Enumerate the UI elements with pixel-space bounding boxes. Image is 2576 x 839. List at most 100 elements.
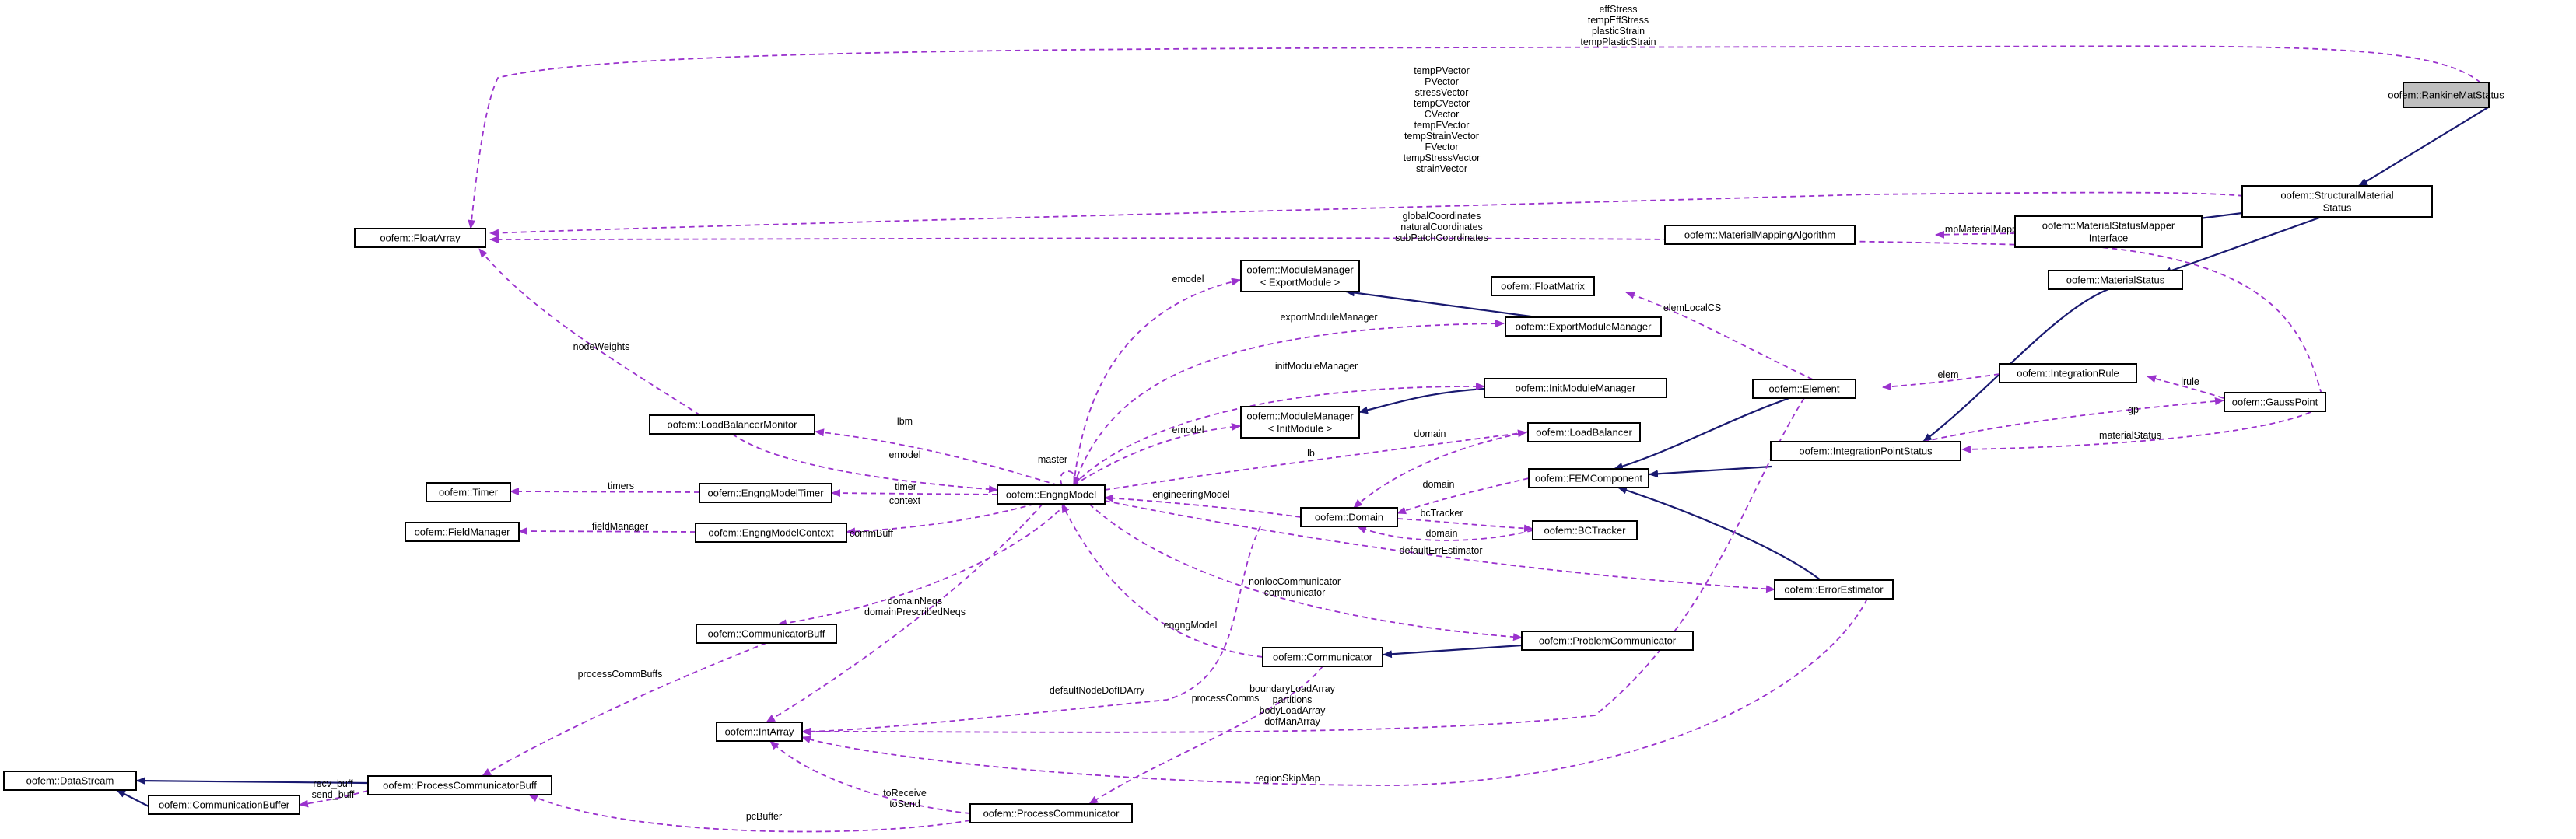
class-box bbox=[1528, 468, 1649, 488]
edge-label-text: domainPrescribedNeqs bbox=[864, 607, 966, 617]
inheritance-edge-commbuffer_datastream bbox=[116, 789, 149, 807]
class-node-domain[interactable]: oofem::Domain bbox=[1300, 507, 1398, 527]
usage-edge-domain_engngmodel bbox=[1104, 494, 1302, 518]
edge-label-text: mpMaterialMapper bbox=[1945, 224, 2026, 235]
class-node-mapalg[interactable]: oofem::MaterialMappingAlgorithm bbox=[1664, 225, 1856, 245]
edge-label-text: bcTracker bbox=[1420, 508, 1463, 519]
class-node-communicator[interactable]: oofem::Communicator bbox=[1262, 647, 1383, 667]
usage-edge-communicator_processcomm bbox=[1088, 666, 1323, 805]
class-node-pcbuff[interactable]: oofem::ProcessCommunicatorBuff bbox=[367, 775, 552, 795]
inheritance-edge-element_femcomp bbox=[1614, 397, 1790, 470]
class-node-processcomm[interactable]: oofem::ProcessCommunicator bbox=[969, 803, 1133, 823]
class-node-intrule[interactable]: oofem::IntegrationRule bbox=[1999, 363, 2137, 383]
class-name-text: oofem::IntegrationPointStatus bbox=[1799, 446, 1933, 457]
class-name-text: oofem::LoadBalancerMonitor bbox=[668, 419, 798, 431]
usage-edge-engngmodel_mm_init bbox=[1073, 423, 1241, 486]
class-name-text: oofem::ErrorEstimator bbox=[1784, 584, 1884, 596]
class-name-text: oofem::Communicator bbox=[1273, 652, 1373, 663]
class-name-text: oofem::ModuleManager bbox=[1246, 264, 1354, 276]
class-node-mm_init[interactable]: oofem::ModuleManager< InitModule > bbox=[1240, 406, 1360, 439]
usage-edge-domain_intarray bbox=[801, 526, 1261, 736]
edge-label-text: tempStrainVector bbox=[1404, 131, 1479, 142]
class-name-text: oofem::FEMComponent bbox=[1535, 473, 1642, 484]
edge-label-text: defaultErrEstimator bbox=[1400, 545, 1483, 556]
edge-label-text: stressVector bbox=[1415, 87, 1469, 98]
inheritance-edge-initmm_mm_init bbox=[1358, 387, 1485, 414]
usage-edge-femcomp_domain bbox=[1397, 477, 1530, 515]
class-node-commbuffer[interactable]: oofem::CommunicationBuffer bbox=[148, 795, 300, 815]
class-box bbox=[1527, 422, 1641, 442]
class-box bbox=[649, 414, 815, 435]
class-node-engngmodel[interactable]: oofem::EngngModel bbox=[997, 484, 1106, 505]
usage-edge-processcomm_intarray bbox=[769, 740, 971, 814]
class-node-loadbal[interactable]: oofem::LoadBalancer bbox=[1527, 422, 1641, 442]
class-node-rankine[interactable]: oofem::RankineMatStatus bbox=[2388, 82, 2504, 108]
class-node-ipstatus[interactable]: oofem::IntegrationPointStatus bbox=[1770, 441, 1961, 461]
edge-label-structural_floatarray: tempPVectorPVectorstressVectortempCVecto… bbox=[1404, 65, 1481, 174]
edge-label-text: processComms bbox=[1192, 693, 1260, 704]
class-node-intarray[interactable]: oofem::IntArray bbox=[716, 722, 803, 742]
edge-label-femcomp_domain: domain bbox=[1423, 479, 1455, 490]
class-box bbox=[367, 775, 552, 795]
inheritance-edge-matstatus_ipstatus bbox=[1922, 288, 2109, 442]
class-name-text: < InitModule > bbox=[1268, 423, 1332, 435]
class-node-emtimer[interactable]: oofem::EngngModelTimer bbox=[699, 483, 832, 503]
edge-label-text: tempFVector bbox=[1414, 120, 1470, 131]
class-node-timer[interactable]: oofem::Timer bbox=[426, 482, 511, 502]
class-box bbox=[716, 722, 803, 742]
class-node-floatmatrix[interactable]: oofem::FloatMatrix bbox=[1491, 276, 1595, 296]
edge-label-loadbal_domain: domain bbox=[1414, 428, 1446, 439]
usage-edge-engngmodel_self bbox=[1060, 470, 1081, 486]
edge-label-commbuff_pcbuff: processCommBuffs bbox=[578, 669, 663, 680]
usage-edge-lbmonitor_floatarray bbox=[478, 248, 701, 416]
class-name-text: oofem::MaterialMappingAlgorithm bbox=[1684, 229, 1835, 241]
class-node-datastream[interactable]: oofem::DataStream bbox=[3, 771, 137, 791]
class-box bbox=[2014, 215, 2203, 248]
class-node-mm_export[interactable]: oofem::ModuleManager< ExportModule > bbox=[1240, 260, 1360, 292]
class-node-emcontext[interactable]: oofem::EngngModelContext bbox=[695, 523, 847, 543]
class-node-gausspoint[interactable]: oofem::GaussPoint bbox=[2224, 392, 2326, 412]
class-name-text: oofem::Domain bbox=[1315, 512, 1383, 523]
edge-label-engngmodel_initmm: initModuleManager bbox=[1275, 361, 1358, 372]
class-node-element[interactable]: oofem::Element bbox=[1752, 379, 1856, 399]
edge-label-text: defaultNodeDofIDArry bbox=[1050, 685, 1145, 696]
class-box bbox=[1300, 507, 1398, 527]
class-name-text: oofem::FloatArray bbox=[380, 232, 461, 244]
edge-label-text: boundaryLoadArray bbox=[1249, 683, 1336, 694]
edge-label-gausspoint_intrule: irule bbox=[2181, 376, 2199, 387]
edge-label-text: subPatchCoordinates bbox=[1395, 232, 1488, 243]
class-name-text: oofem::CommunicationBuffer bbox=[159, 799, 290, 811]
edge-label-text: tempCVector bbox=[1414, 98, 1470, 109]
edge-label-engngmodel_self: master bbox=[1038, 454, 1067, 465]
class-name-text: oofem::ProcessCommunicatorBuff bbox=[383, 780, 537, 792]
class-box bbox=[1521, 631, 1694, 651]
class-node-exportmm[interactable]: oofem::ExportModuleManager bbox=[1505, 316, 1662, 337]
class-node-femcomp[interactable]: oofem::FEMComponent bbox=[1528, 468, 1649, 488]
class-node-problemcomm[interactable]: oofem::ProblemCommunicator bbox=[1521, 631, 1694, 651]
edge-label-text: nodeWeights bbox=[573, 341, 630, 352]
class-node-initmm[interactable]: oofem::InitModuleManager bbox=[1484, 378, 1667, 398]
class-node-matstatus[interactable]: oofem::MaterialStatus bbox=[2048, 270, 2183, 290]
class-node-lbmonitor[interactable]: oofem::LoadBalancerMonitor bbox=[649, 414, 815, 435]
edge-label-text: gp bbox=[2128, 404, 2139, 415]
class-node-floatarray[interactable]: oofem::FloatArray bbox=[354, 228, 486, 248]
class-node-errest[interactable]: oofem::ErrorEstimator bbox=[1774, 579, 1894, 600]
class-box bbox=[2048, 270, 2183, 290]
class-node-fieldmgr[interactable]: oofem::FieldManager bbox=[405, 522, 520, 542]
edge-label-text: recv_buff bbox=[313, 778, 353, 789]
edge-label-text: FVector bbox=[1425, 142, 1458, 152]
class-box bbox=[1491, 276, 1595, 296]
usage-edge-engngmodel_intarray bbox=[766, 503, 1043, 723]
edge-label-text: regionSkipMap bbox=[1255, 773, 1320, 784]
usage-edge-engngmodel_problemcomm bbox=[1088, 503, 1523, 641]
class-name-text: oofem::MaterialStatusMapper bbox=[2042, 220, 2175, 232]
edge-label-text: toSend bbox=[889, 799, 920, 809]
class-node-commbuff[interactable]: oofem::CommunicatorBuff bbox=[696, 624, 837, 644]
edge-label-text: domain bbox=[1426, 528, 1458, 539]
class-node-bctracker[interactable]: oofem::BCTracker bbox=[1532, 520, 1638, 540]
class-box bbox=[699, 483, 832, 503]
edge-label-engngmodel_exportmm: exportModuleManager bbox=[1280, 312, 1377, 323]
